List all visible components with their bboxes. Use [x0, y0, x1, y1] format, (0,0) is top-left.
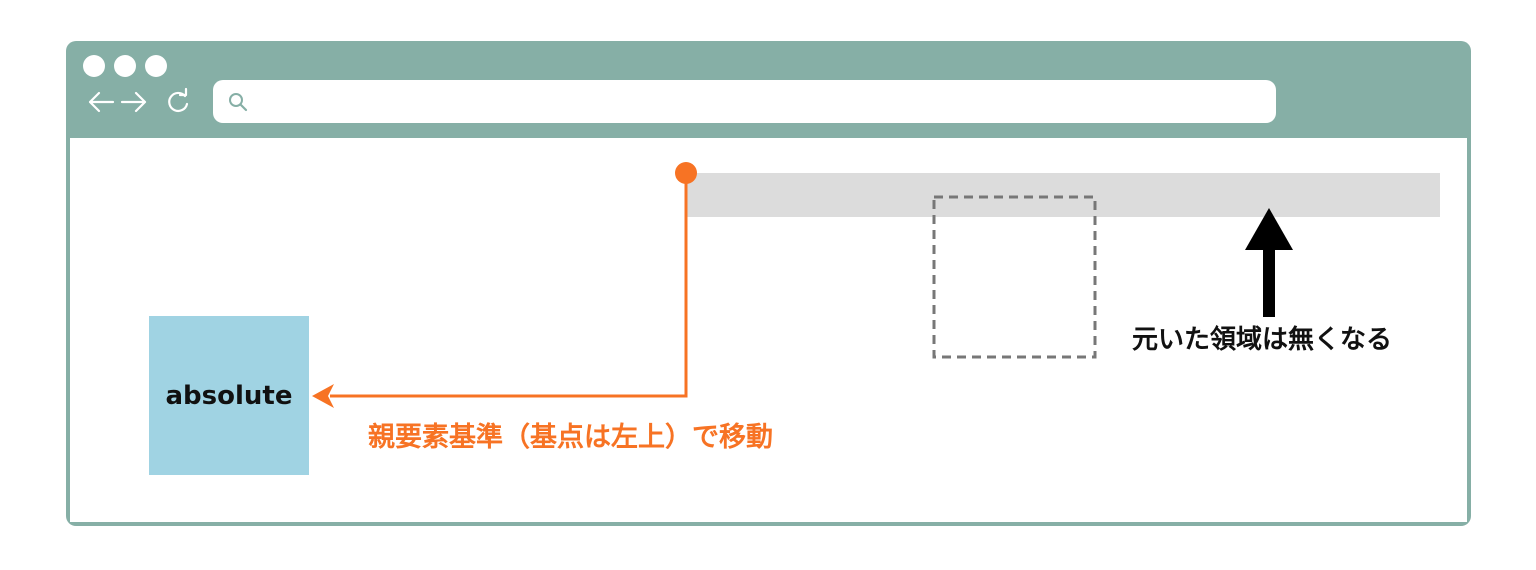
- browser-window: [66, 41, 1471, 526]
- absolute-label: absolute: [165, 381, 293, 411]
- search-icon: [229, 93, 248, 112]
- move-caption: 親要素基準（基点は左上）で移動: [368, 422, 773, 453]
- reload-icon[interactable]: [163, 87, 193, 117]
- window-dot[interactable]: [114, 55, 136, 77]
- original-area-caption: 元いた領域は無くなる: [1132, 325, 1393, 355]
- address-bar[interactable]: [213, 80, 1276, 123]
- window-dot[interactable]: [83, 55, 105, 77]
- back-arrow-icon[interactable]: [86, 87, 116, 117]
- window-dot[interactable]: [145, 55, 167, 77]
- forward-arrow-icon[interactable]: [119, 87, 149, 117]
